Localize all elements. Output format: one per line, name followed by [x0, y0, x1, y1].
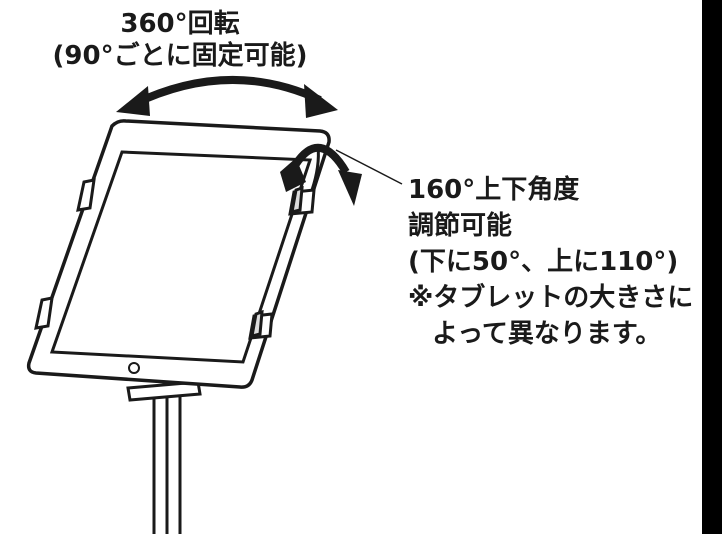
rotation-title: 360°回転 [120, 9, 240, 39]
right-clamps [248, 185, 316, 340]
tilt-note-continued: よって異なります。 [432, 319, 662, 349]
tilt-description: 160°上下角度 調節可能 (下に50°、上に110°) ※タブレットの大きさに… [408, 172, 693, 352]
right-border-bar [702, 0, 722, 534]
rotation-arrow [116, 75, 338, 118]
tilt-line-3: (下に50°、上に110°) [408, 247, 679, 277]
tilt-arrow [280, 143, 362, 206]
tilt-line-1: 160°上下角度 [408, 175, 580, 205]
rotation-subtitle: (90°ごとに固定可能) [52, 41, 308, 71]
stand-pole [126, 380, 202, 538]
tilt-note: ※タブレットの大きさに [408, 283, 694, 313]
tilt-line-2: 調節可能 [408, 211, 513, 241]
tablet [26, 119, 331, 389]
left-clamps [34, 178, 96, 330]
